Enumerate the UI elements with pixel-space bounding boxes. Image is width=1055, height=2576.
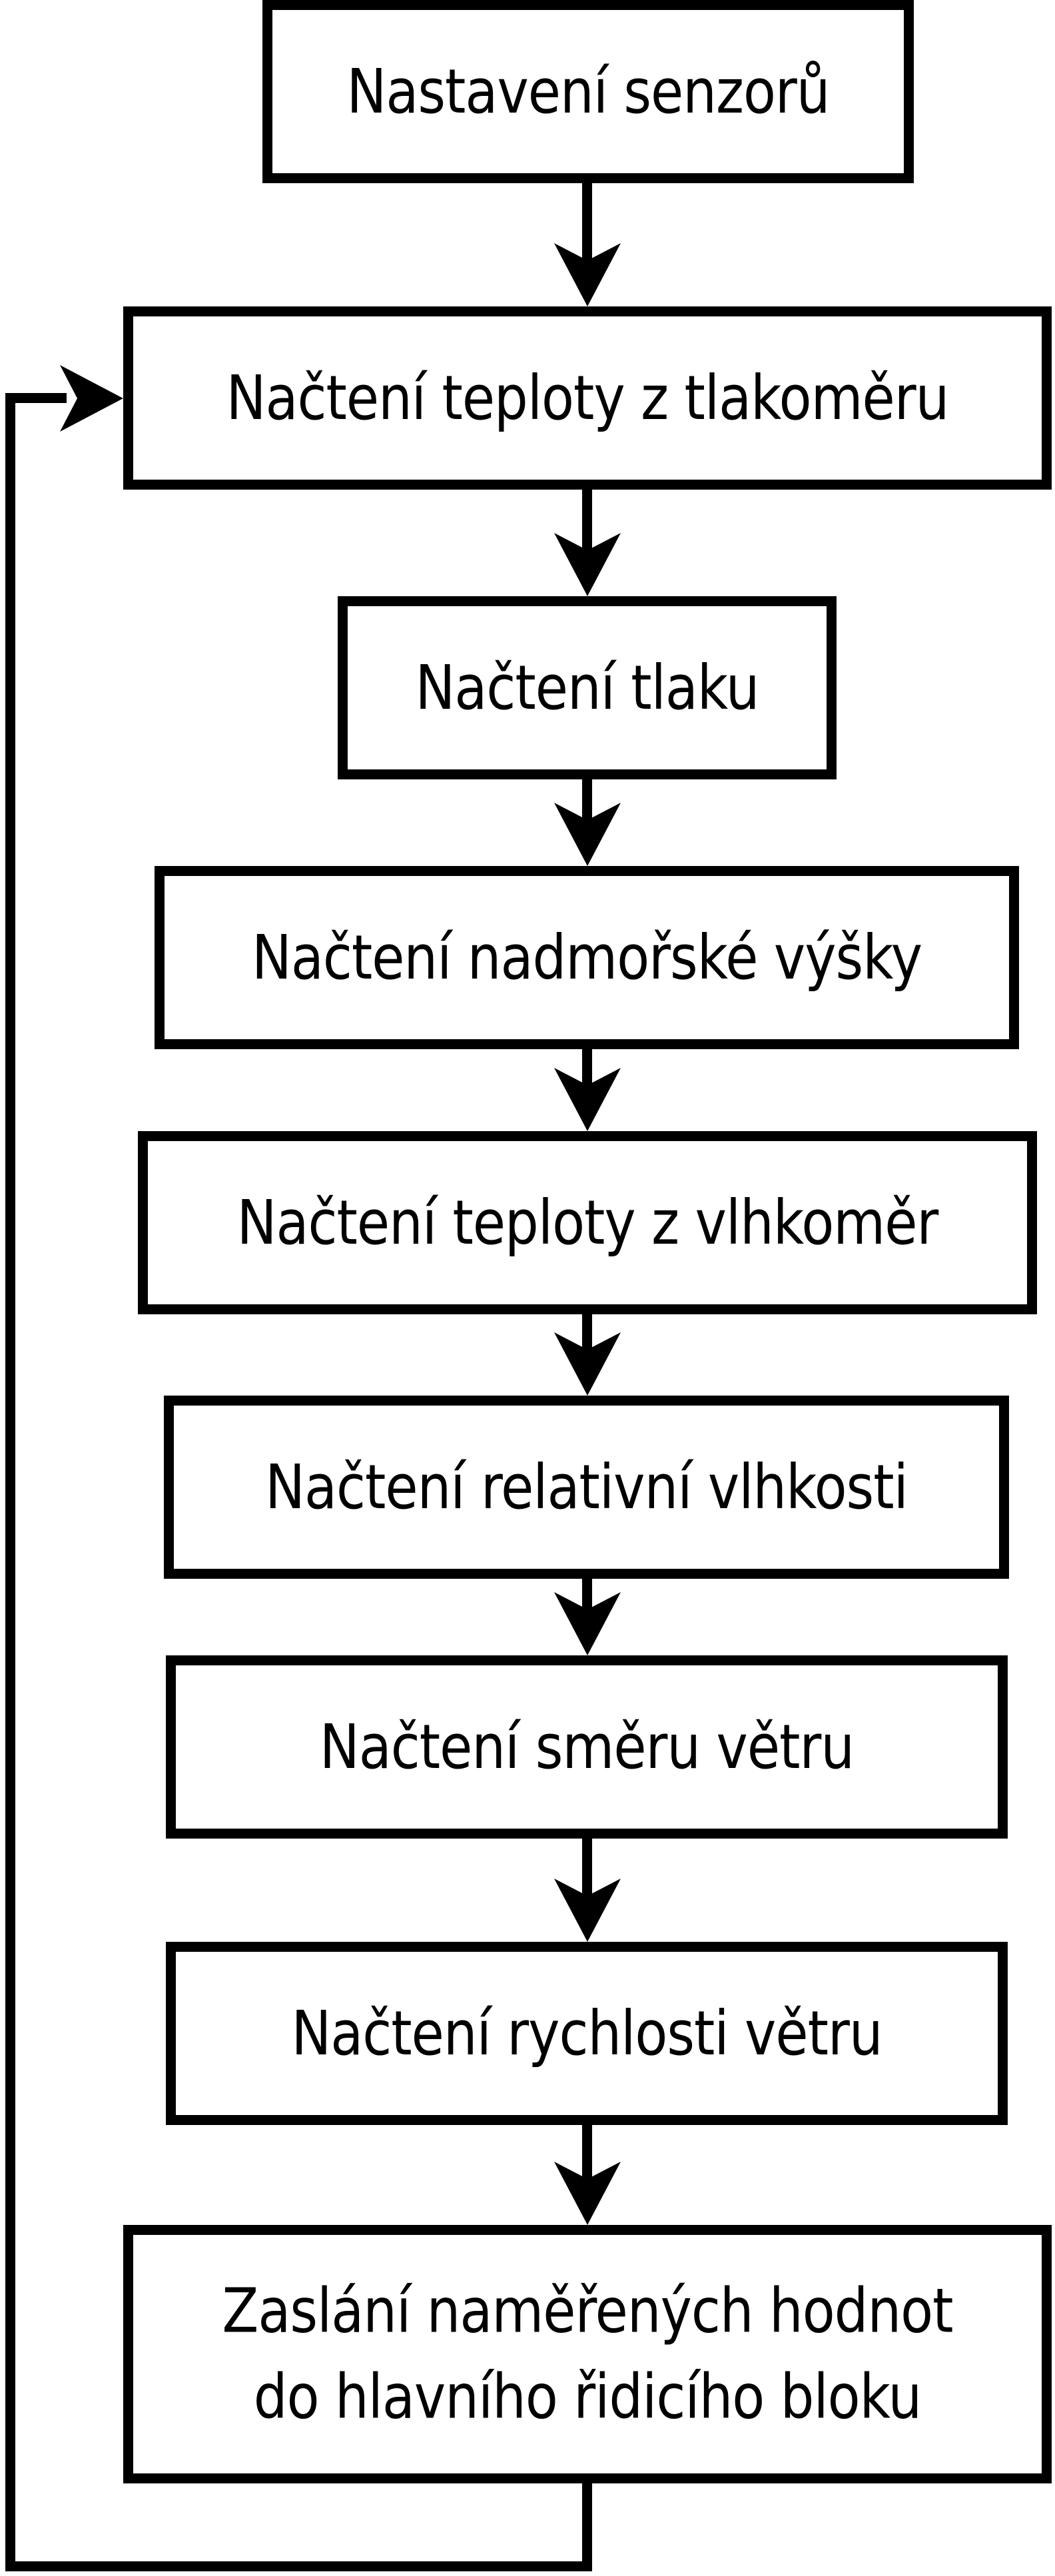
arrowhead-down-icon xyxy=(554,2162,621,2225)
arrowhead-right-icon xyxy=(60,365,123,432)
flow-node-label: Načtení směru větru xyxy=(319,1711,855,1783)
arrowhead-down-icon xyxy=(554,1068,621,1131)
flow-node-nacteni-nadmorske-vysky: Načtení nadmořské výšky xyxy=(155,866,1019,1049)
edge-line xyxy=(582,779,592,824)
edge-line xyxy=(582,1314,592,1354)
edge-loop-down-segment xyxy=(582,2481,592,2571)
arrowhead-down-icon xyxy=(554,1332,621,1396)
flow-node-label: Načtení tlaku xyxy=(415,651,760,723)
flow-node-nacteni-rychlosti-vetru: Načtení rychlosti větru xyxy=(166,1942,1008,2125)
flow-node-label: Načtení relativní vlhkosti xyxy=(265,1451,908,1523)
edge-loop-top-segment xyxy=(5,393,67,403)
flow-node-nacteni-smeru-vetru: Načtení směru větru xyxy=(166,1655,1008,1839)
arrowhead-down-icon xyxy=(554,1592,621,1655)
arrowhead-down-icon xyxy=(554,533,621,596)
edge-line xyxy=(582,183,592,261)
edge-line xyxy=(582,1839,592,1900)
flow-node-nacteni-teploty-z-tlakomeru: Načtení teploty z tlakoměru xyxy=(123,306,1052,490)
flow-node-label: Zaslání naměřených hodnot do hlavního ři… xyxy=(222,2275,954,2433)
arrowhead-down-icon xyxy=(554,803,621,866)
flow-node-label: Načtení teploty z vlhkoměr xyxy=(236,1186,939,1258)
flow-node-nastaveni-senzoru: Nastavení senzorů xyxy=(262,0,914,183)
edge-line xyxy=(582,490,592,554)
edge-loop-left-segment xyxy=(5,393,15,2571)
flow-node-label: Nastavení senzorů xyxy=(346,55,831,127)
flow-node-label: Načtení nadmořské výšky xyxy=(251,921,922,993)
edge-line xyxy=(582,1049,592,1089)
edge-line xyxy=(582,1579,592,1613)
arrowhead-down-icon xyxy=(554,243,621,306)
flow-node-nacteni-teploty-z-vlhkomer: Načtení teploty z vlhkoměr xyxy=(138,1131,1037,1314)
flow-node-label: Načtení teploty z tlakoměru xyxy=(226,362,950,434)
flow-node-label: Načtení rychlosti větru xyxy=(291,1997,882,2069)
flow-node-zaslani-namerenych-hodnot: Zaslání naměřených hodnot do hlavního ři… xyxy=(123,2225,1052,2483)
edge-line xyxy=(582,2125,592,2183)
flow-node-nacteni-tlaku: Načtení tlaku xyxy=(338,596,837,779)
edge-loop-bottom-segment xyxy=(5,2561,592,2571)
arrowhead-down-icon xyxy=(554,1879,621,1942)
flow-node-nacteni-relativni-vlhkosti: Načtení relativní vlhkosti xyxy=(164,1396,1009,1579)
